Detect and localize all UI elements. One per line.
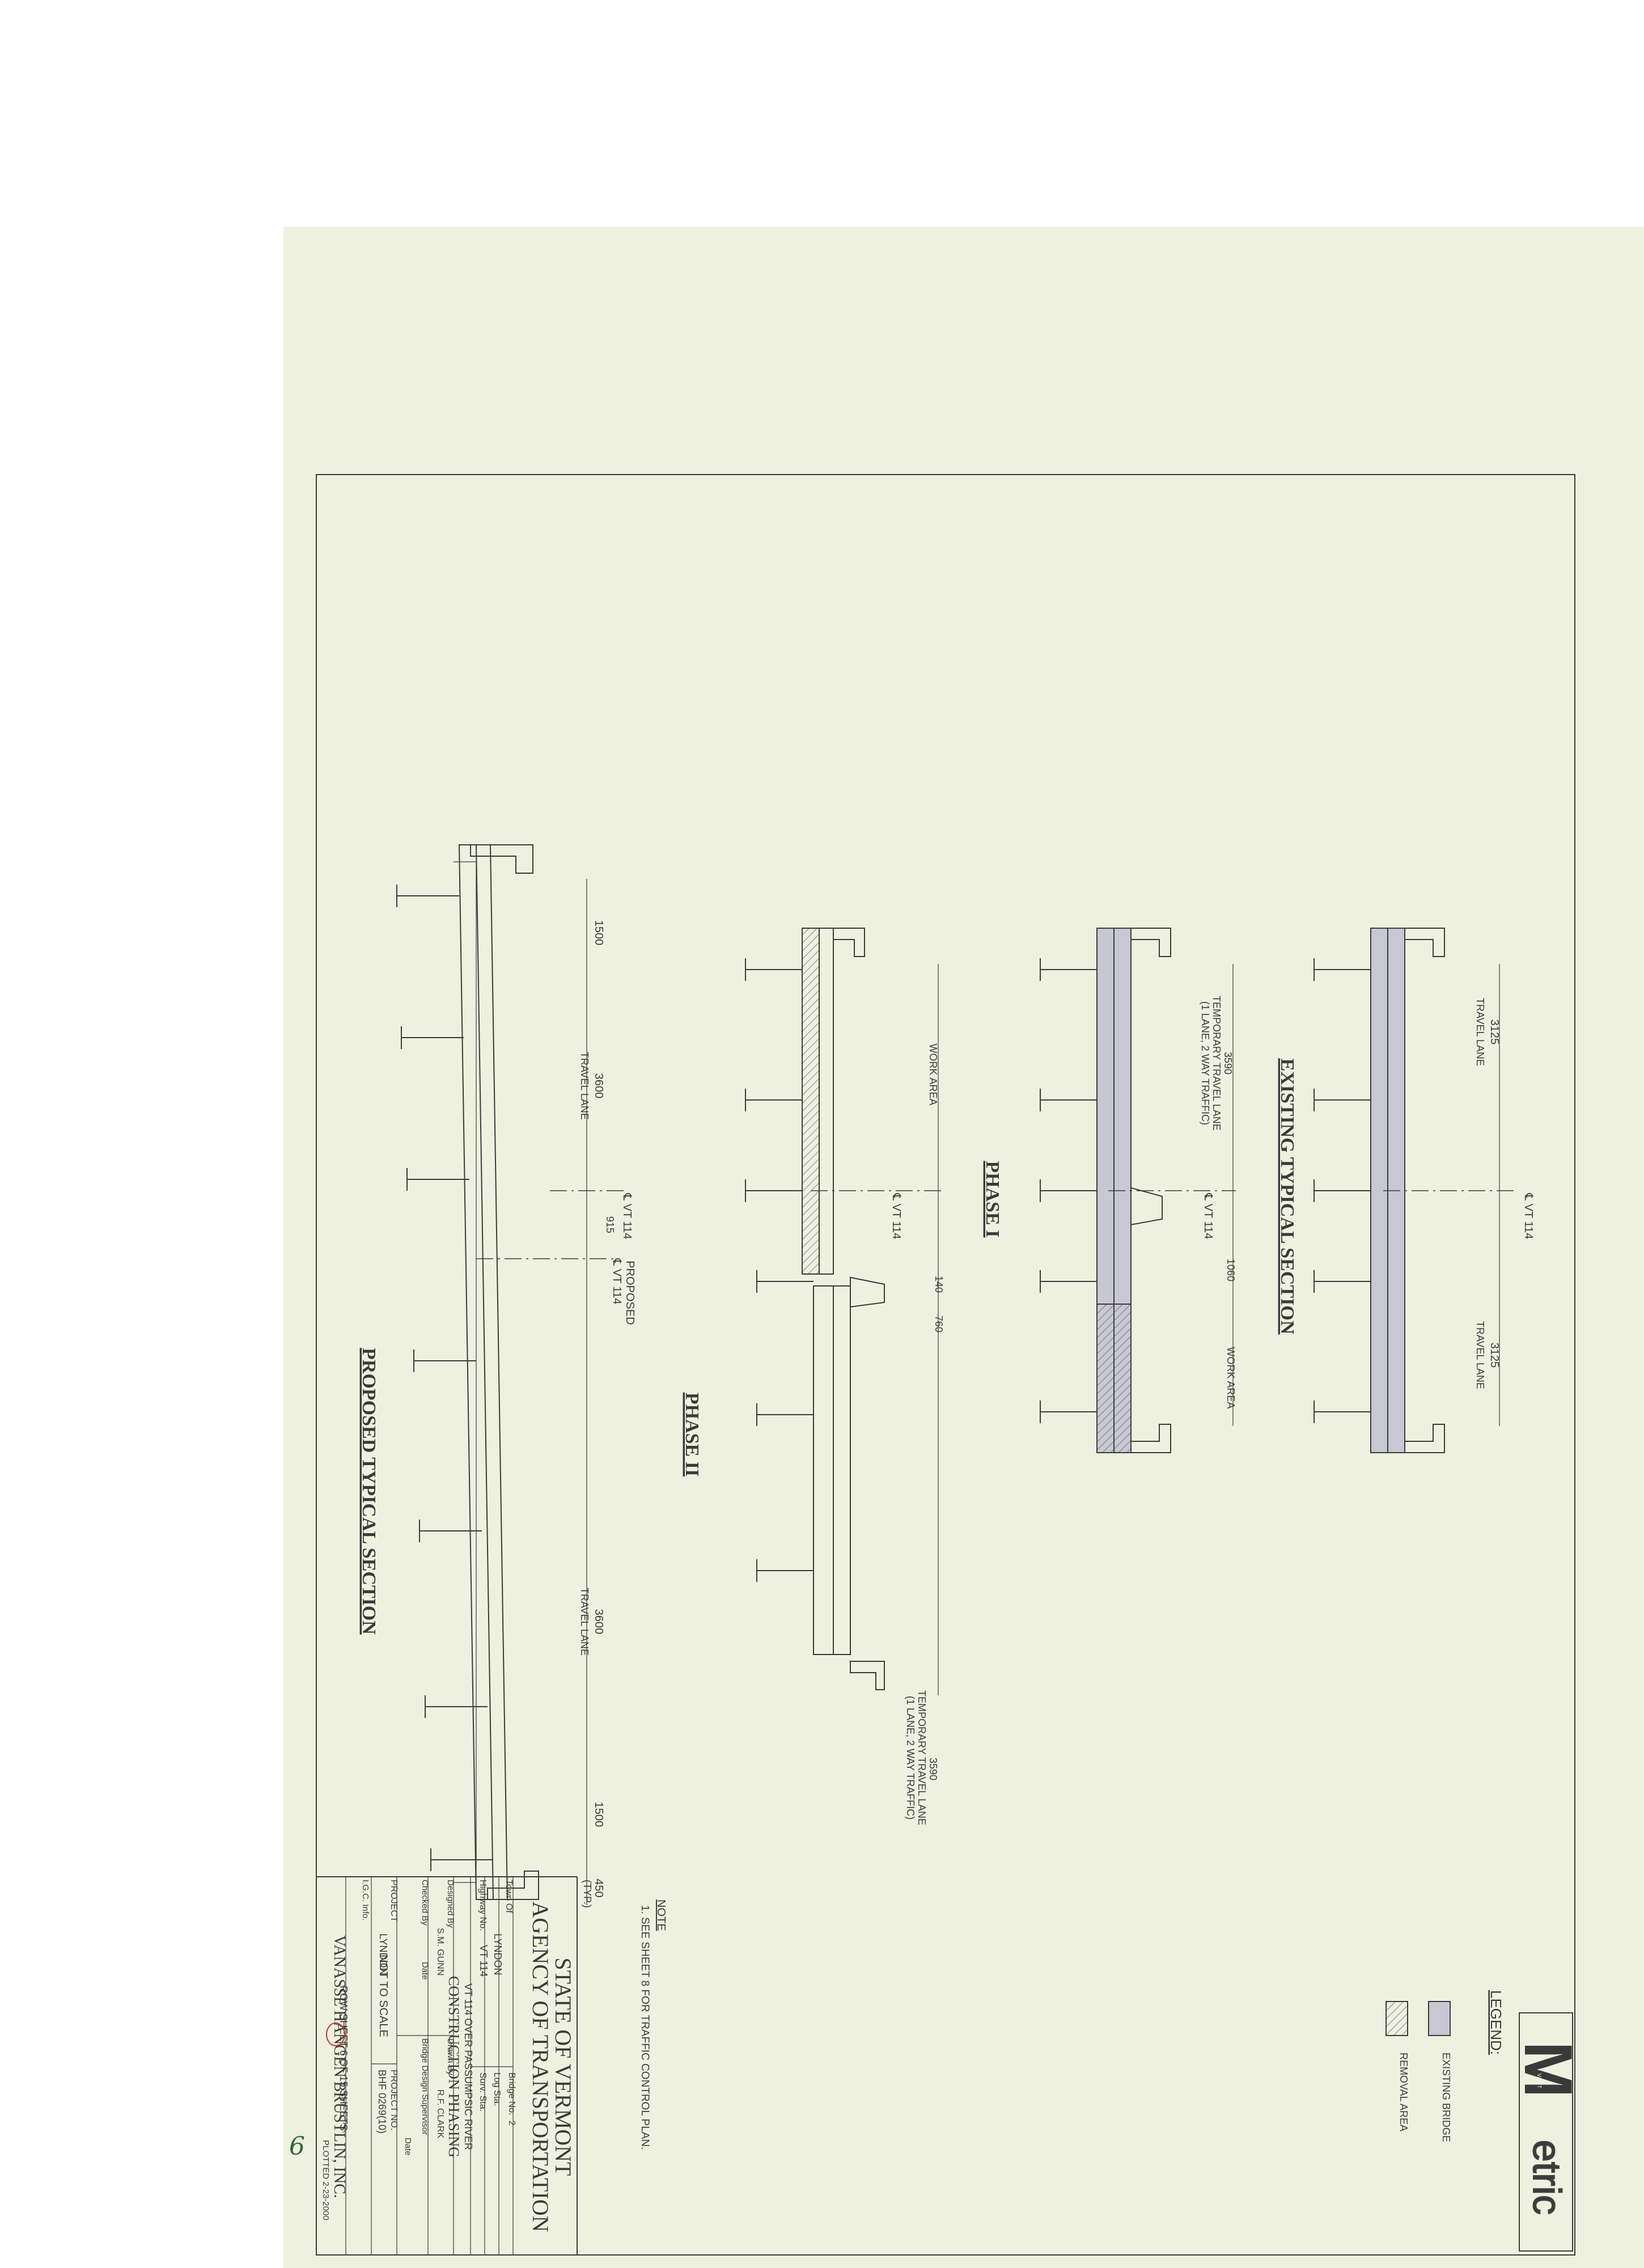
title-agency: AGENCY OF TRANSPORTATION	[528, 1901, 553, 2232]
logo-small-text: VAOT	[1536, 2074, 1542, 2088]
title-sheet-title: CONSTRUCTION PHASING	[446, 1976, 462, 2157]
title-description: VT 114 OVER PASSUMPSIC RIVER	[463, 1983, 474, 2150]
title-bridge: 2	[507, 2121, 516, 2126]
title-project-no: BHF 0269(10)	[376, 2070, 388, 2134]
title-highway: VT 114	[478, 1945, 489, 1977]
existing-travel-lane-left: TRAVEL LANE	[1474, 998, 1486, 1066]
logo-word: etric	[1525, 2140, 1569, 2215]
title-log-sta: Log Sta.	[492, 2072, 502, 2106]
proposed-dim-lane-left: 3600	[592, 1073, 605, 1099]
legend-title: LEGEND:	[1488, 1990, 1505, 2055]
firm-name: VANASSE HANGEN BRUSTLIN, INC.	[331, 1935, 348, 2198]
proposed-dim-rail-typ: (TYP.)	[582, 1880, 593, 1908]
legend-existing-label: EXISTING BRIDGE	[1440, 2053, 1452, 2142]
phase1-dim-barrier: 1060	[1225, 1259, 1236, 1281]
title-highway-label: Highway No.	[478, 1880, 488, 1931]
phase1-title: PHASE I	[982, 1161, 1003, 1237]
phase2-removal-area	[802, 928, 820, 1275]
title-block: STATE OF VERMONT AGENCY OF TRANSPORTATIO…	[289, 1877, 576, 2255]
proposed-centerline: ℄ VT 114	[621, 1192, 633, 1239]
existing-travel-lane-right: TRAVEL LANE	[1474, 1321, 1486, 1389]
title-supervisor-label: Bridge Design Supervisor	[420, 2038, 430, 2135]
proposed-cl-label: PROPOSED	[624, 1260, 636, 1325]
proposed-dim-lane-right: 3600	[592, 1609, 605, 1635]
phase1-work-area: WORK AREA	[1225, 1347, 1236, 1408]
legend-removal-label: REMOVAL AREA	[1398, 2053, 1409, 2131]
title-project: LYNDON	[378, 1933, 389, 1975]
phase2-dim-temp: 3590	[927, 1758, 939, 1780]
drawing-sheet	[283, 227, 1644, 2268]
note-title: NOTE	[655, 1899, 667, 1931]
title-state: STATE OF VERMONT	[550, 1958, 576, 2176]
existing-dim-right: 3125	[1488, 1343, 1501, 1368]
phase2-temp-lane-1: TEMPORARY TRAVEL LANE	[916, 1690, 927, 1825]
proposed-dim-sidewalk-left: 1500	[592, 920, 605, 946]
legend-existing-swatch	[1428, 2001, 1451, 2036]
plotted-date: PLOTTED 2-23-2000	[321, 2140, 331, 2220]
proposed-cl-label-2: ℄ VT 114	[611, 1258, 623, 1304]
construction-phasing-drawing: 3125 TRAVEL LANE 3125 TRAVEL LANE ℄ VT 1…	[289, 474, 1586, 2256]
phase1-section: 3590 TEMPORARY TRAVEL LANE (1 LANE, 2 WA…	[982, 928, 1236, 1453]
proposed-dim-sidewalk-right: 1500	[592, 1802, 605, 1827]
phase1-temp-lane-2: (1 LANE, 2 WAY TRAFFIC)	[1200, 1001, 1211, 1125]
title-date2-label: Date	[403, 2138, 413, 2156]
handwritten-sheet-number: 6	[289, 2132, 305, 2161]
title-drawn-label: Drawn By	[446, 2038, 455, 2076]
phase2-title: PHASE II	[681, 1393, 702, 1476]
title-date-label: Date	[420, 1962, 430, 1980]
sheet-number-circle	[326, 2022, 345, 2046]
legend: LEGEND: EXISTING BRIDGE REMOVAL AREA	[1385, 1990, 1505, 2142]
existing-section-title: EXISTING TYPICAL SECTION	[1277, 1059, 1298, 1335]
phase2-work-area: WORK AREA	[927, 1043, 939, 1105]
title-designed: S.M. GUNN	[435, 1928, 445, 1975]
title-bridge-label: Bridge No.	[507, 2072, 516, 2115]
title-town: LYNDON	[492, 1933, 503, 1975]
note-text: 1. SEE SHEET 8 FOR TRAFFIC CONTROL PLAN.	[639, 1905, 651, 2149]
phase2-temp-lane-2: (1 LANE, 2 WAY TRAFFIC)	[905, 1696, 916, 1820]
legend-removal-swatch	[1385, 2001, 1408, 2036]
existing-centerline: ℄ VT 114	[1522, 1192, 1535, 1239]
proposed-dim-offset: 915	[604, 1216, 616, 1233]
phase1-temp-lane-1: TEMPORARY TRAVEL LANE	[1211, 996, 1222, 1131]
phase1-dim-temp: 3590	[1222, 1052, 1234, 1074]
phase2-centerline: ℄ VT 114	[890, 1192, 902, 1239]
title-surv-sta: Surv. Sta.	[478, 2072, 488, 2112]
sheet-number: ROW SHEET 6 OF 15 SHEETS	[338, 1986, 349, 2131]
phase1-barrier	[1130, 1187, 1163, 1226]
existing-typical-section: 3125 TRAVEL LANE 3125 TRAVEL LANE ℄ VT 1…	[1277, 928, 1535, 1453]
proposed-travel-lane-right: TRAVEL LANE	[579, 1588, 590, 1656]
phase1-centerline: ℄ VT 114	[1202, 1192, 1214, 1239]
phase2-dim-140: 140	[933, 1276, 944, 1293]
phase2-dim-760: 760	[933, 1315, 944, 1332]
not-to-scale: NOT TO SCALE	[377, 1954, 389, 2037]
sheet-border	[316, 474, 1575, 2256]
phase1-removal-area	[1096, 1304, 1132, 1453]
title-project-no-label: PROJECT NO.	[389, 2070, 399, 2130]
title-project-label: PROJECT	[389, 1880, 399, 1922]
title-drawn: R.F. CLARK	[435, 2089, 445, 2139]
title-checked-label: Checked By	[420, 1880, 430, 1926]
title-town-label: Town Of	[504, 1880, 514, 1913]
phase2-barrier	[850, 1276, 885, 1308]
title-designed-label: Designed By	[446, 1880, 455, 1928]
proposed-typical-section: 1500 3600 TRAVEL LANE ℄ VT 114 915 PROPO…	[358, 844, 636, 1908]
logo-letter: M	[1510, 2041, 1586, 2098]
title-igc-label: I.G.C. Info.	[361, 1880, 370, 1921]
proposed-dim-rail: 450	[592, 1878, 605, 1897]
proposed-travel-lane-left: TRAVEL LANE	[579, 1052, 590, 1120]
existing-dim-left: 3125	[1488, 1019, 1501, 1045]
metric-logo: M VAOT etric	[1510, 2012, 1586, 2252]
proposed-section-title: PROPOSED TYPICAL SECTION	[358, 1348, 379, 1635]
phase2-section: WORK AREA ℄ VT 114 140 760 3590 TEMPORAR…	[681, 928, 944, 1825]
